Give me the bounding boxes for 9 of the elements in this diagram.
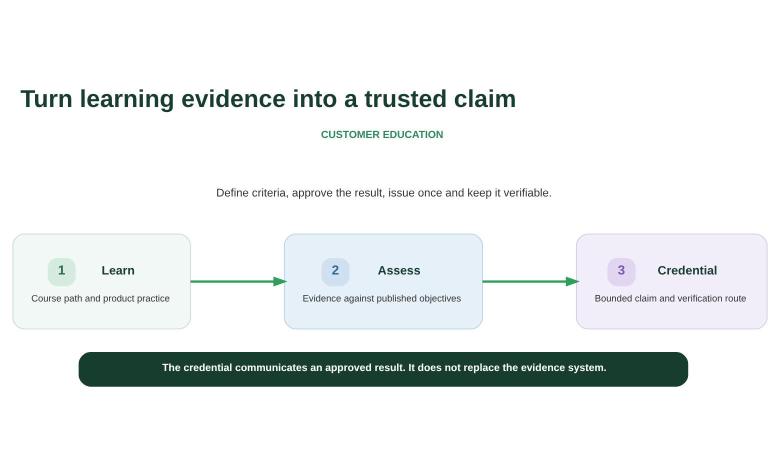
- node-box: 2 Assess Evidence against published objectives: [284, 233, 483, 329]
- arrow: [190, 276, 288, 286]
- label: CUSTOMER EDUCATION: [320, 130, 444, 141]
- arrow: [482, 276, 580, 286]
- node-box: 3 Credential Bounded claim and verification route: [576, 233, 768, 329]
- node-box: The credential communicates an approved result. It does not replace the evidence system.: [78, 351, 688, 386]
- diagram-title: Turn learning evidence into a trusted claim: [20, 86, 516, 113]
- node-box: 1 Learn Course path and product practice: [12, 233, 191, 329]
- label: Define criteria, approve the result, issue once and keep it verifiable.: [216, 187, 552, 200]
